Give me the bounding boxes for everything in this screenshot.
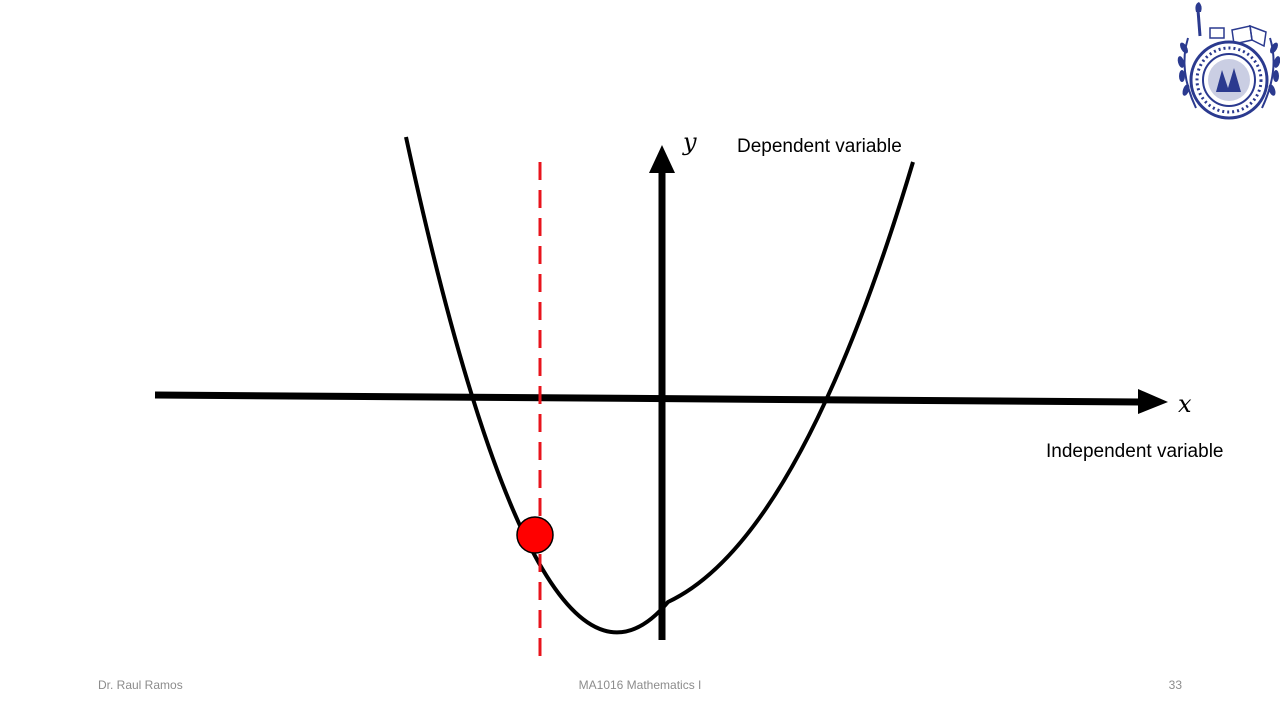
x-axis-symbol: x	[1178, 390, 1192, 418]
footer-author: Dr. Raul Ramos	[98, 678, 183, 692]
footer-page-number: 33	[1169, 678, 1183, 692]
tec-de-monterrey-seal-icon	[1177, 2, 1280, 120]
independent-variable-label: Independent variable	[1046, 441, 1223, 462]
parabola-curve	[404, 136, 915, 635]
x-axis-arrowhead	[1138, 389, 1168, 414]
x-axis	[154, 391, 1141, 406]
intersection-point	[516, 516, 554, 554]
dependent-variable-label: Dependent variable	[737, 136, 902, 157]
y-axis-arrowhead	[649, 145, 675, 173]
y-axis-symbol: y	[682, 128, 697, 156]
footer-course: MA1016 Mathematics I	[579, 678, 702, 692]
